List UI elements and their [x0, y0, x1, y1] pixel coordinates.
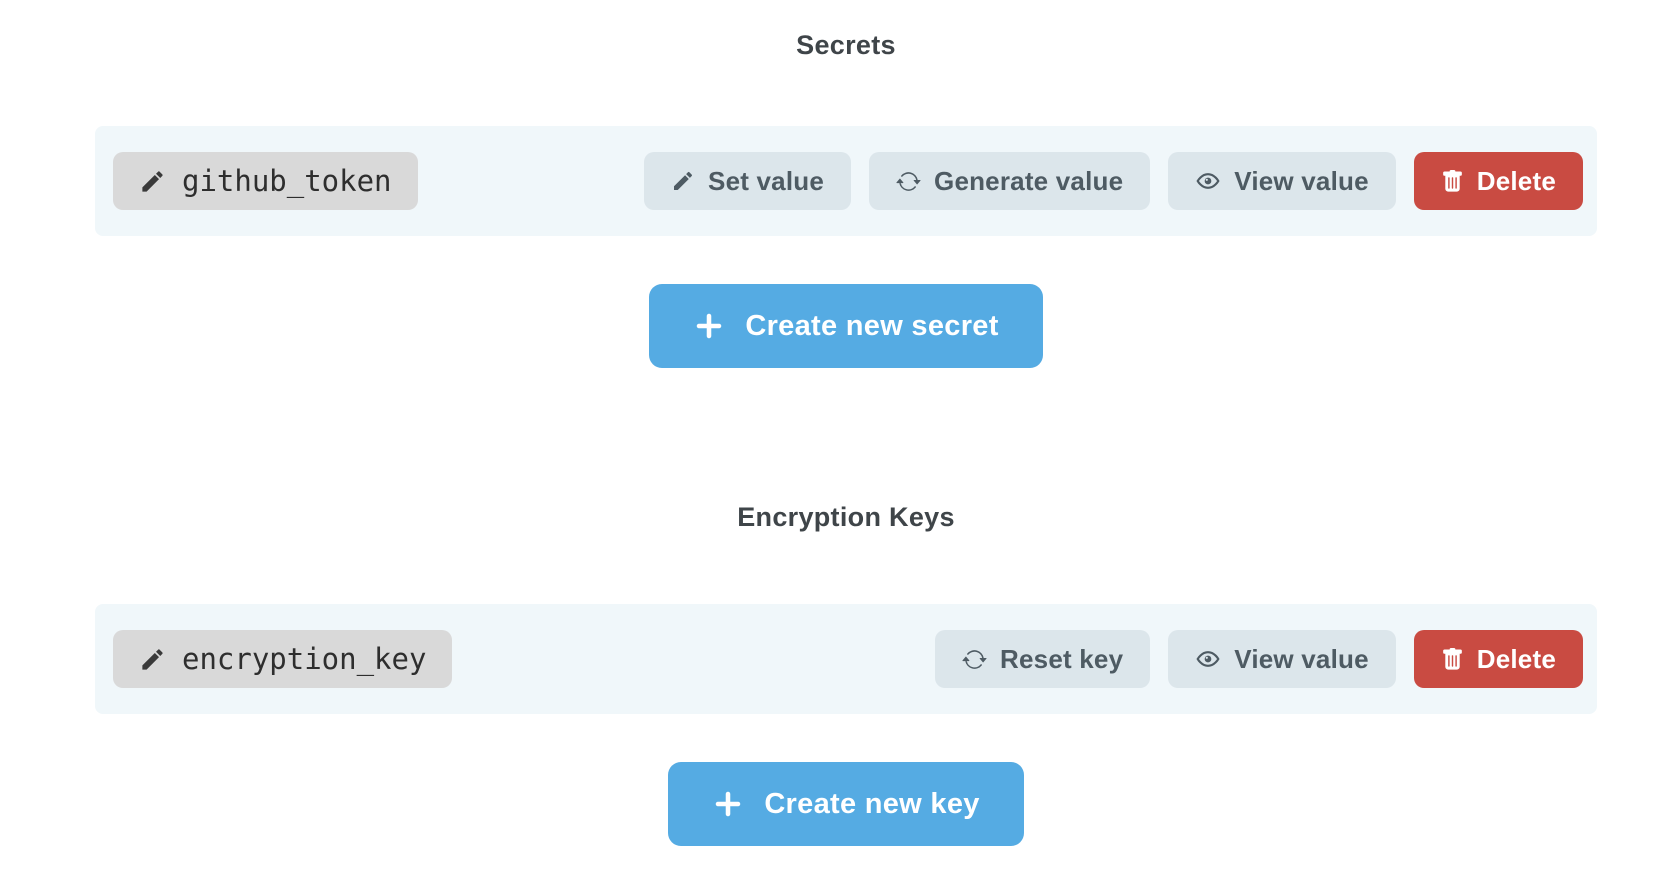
generate-value-button[interactable]: Generate value — [869, 152, 1151, 210]
delete-secret-button[interactable]: Delete — [1413, 152, 1583, 210]
create-new-secret-label: Create new secret — [745, 309, 999, 342]
create-new-key-button[interactable]: Create new key — [668, 762, 1024, 846]
pencil-icon — [139, 646, 166, 673]
secret-actions: Set value Generate value View value Dele… — [644, 152, 1583, 210]
set-value-label: Set value — [708, 165, 825, 196]
create-secret-area: Create new secret — [95, 284, 1597, 368]
secret-name-chip[interactable]: github_token — [113, 152, 418, 210]
trash-icon — [1441, 169, 1464, 193]
generate-value-label: Generate value — [934, 165, 1124, 196]
secrets-page: Secrets github_token Set value Generate … — [95, 0, 1597, 846]
create-key-area: Create new key — [95, 762, 1597, 846]
delete-secret-label: Delete — [1476, 165, 1556, 196]
create-new-secret-button[interactable]: Create new secret — [649, 284, 1043, 368]
view-value-label: View value — [1234, 165, 1369, 196]
view-key-value-button[interactable]: View value — [1168, 630, 1396, 688]
refresh-icon — [896, 169, 921, 194]
key-name-chip[interactable]: encryption_key — [113, 630, 453, 688]
delete-key-button[interactable]: Delete — [1413, 630, 1583, 688]
encryption-keys-section-title: Encryption Keys — [737, 502, 955, 532]
plus-icon — [693, 310, 725, 342]
refresh-icon — [962, 647, 987, 672]
view-value-button[interactable]: View value — [1168, 152, 1396, 210]
trash-icon — [1441, 647, 1464, 671]
eye-icon — [1195, 168, 1221, 194]
reset-key-label: Reset key — [1000, 643, 1124, 674]
reset-key-button[interactable]: Reset key — [935, 630, 1151, 688]
plus-icon — [712, 788, 744, 820]
view-key-value-label: View value — [1234, 643, 1369, 674]
key-name: encryption_key — [182, 642, 427, 676]
pencil-icon — [139, 168, 166, 195]
key-actions: Reset key View value Delete — [935, 630, 1583, 688]
pencil-icon — [671, 169, 695, 193]
secrets-section-title: Secrets — [796, 30, 896, 60]
secret-name: github_token — [182, 164, 392, 198]
create-new-key-label: Create new key — [764, 787, 980, 820]
set-value-button[interactable]: Set value — [644, 152, 852, 210]
delete-key-label: Delete — [1476, 643, 1556, 674]
key-row-encryption-key: encryption_key Reset key View value Dele… — [95, 604, 1597, 714]
secret-row-github-token: github_token Set value Generate value Vi… — [95, 126, 1597, 236]
eye-icon — [1195, 646, 1221, 672]
